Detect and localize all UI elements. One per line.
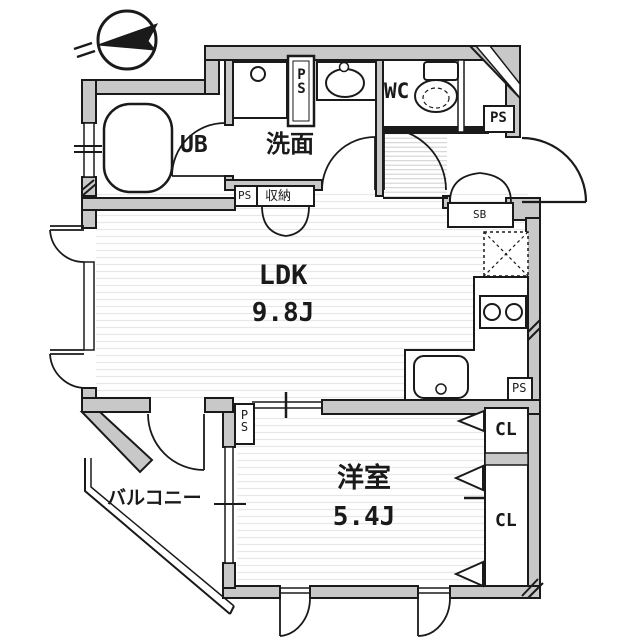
washroom-label: 洗面 bbox=[266, 130, 314, 158]
kitchen-sink bbox=[413, 355, 469, 399]
western-room-name-label: 洋室 bbox=[337, 463, 391, 494]
ps-box-entrance-corner bbox=[483, 105, 515, 133]
burner-right bbox=[505, 303, 523, 321]
closet-marker-1 bbox=[456, 409, 485, 433]
toilet-tank bbox=[423, 61, 459, 81]
balcony-railing bbox=[84, 458, 235, 615]
entrance-door bbox=[521, 136, 588, 204]
closet-marker-3 bbox=[453, 560, 484, 588]
wall-balcony-1 bbox=[81, 397, 151, 413]
corner-diagonal-face bbox=[474, 45, 521, 101]
ps-box-kitchen bbox=[507, 377, 533, 401]
ps-label-kitchen: PS bbox=[512, 381, 527, 395]
hall-ldk-door bbox=[383, 127, 447, 191]
fixtures bbox=[102, 54, 533, 587]
wall-ub-washroom-upper bbox=[224, 59, 234, 126]
shoe-box bbox=[447, 202, 514, 228]
bathtub bbox=[102, 102, 174, 194]
ldk-size-label: 9.8J bbox=[251, 298, 315, 328]
unit-bath-label: UB bbox=[180, 132, 208, 158]
wall-top-left bbox=[81, 79, 220, 95]
wc-label: WC bbox=[384, 79, 410, 103]
sliding-partition bbox=[252, 392, 322, 418]
western-room-floor bbox=[237, 414, 485, 586]
wall-balcony-2 bbox=[204, 397, 234, 413]
toilet-lid-dashed bbox=[422, 87, 450, 109]
western-room-size-label: 5.4J bbox=[332, 502, 396, 532]
wall-bedroom-left-lower bbox=[222, 562, 236, 589]
wall-bottom-1 bbox=[222, 585, 281, 599]
balcony-door bbox=[147, 413, 205, 471]
burner-left bbox=[483, 303, 501, 321]
wall-bedroom-left-upper bbox=[222, 411, 236, 448]
wall-balcony-diagonal bbox=[79, 411, 154, 474]
north-arrow-icon bbox=[73, 9, 159, 71]
balcony-label: バルコニー bbox=[107, 487, 202, 509]
wall-left-1 bbox=[81, 79, 97, 124]
shoe-box-label: SB bbox=[473, 208, 487, 221]
ps-shaft-inner bbox=[292, 60, 310, 122]
wash-basin bbox=[325, 68, 365, 98]
wall-ub-south bbox=[81, 197, 236, 211]
closet-upper-label: CL bbox=[495, 419, 517, 440]
bottom-windows bbox=[280, 587, 450, 594]
washroom-door bbox=[321, 136, 376, 191]
closet-marker-2 bbox=[453, 464, 484, 492]
closet-lower-label: CL bbox=[495, 510, 517, 531]
wall-bottom-2 bbox=[309, 585, 419, 599]
storage-label: 収納 bbox=[265, 189, 292, 204]
ldk-name-label: LDK bbox=[258, 260, 308, 291]
basin-faucet bbox=[338, 61, 350, 73]
left-casement-windows bbox=[49, 225, 85, 389]
sink-drain bbox=[435, 383, 447, 395]
ps-label-bedroom-corner: PS bbox=[240, 408, 249, 435]
ub-window bbox=[83, 122, 95, 178]
left-fixed-pane bbox=[83, 261, 95, 351]
closet-divider-face bbox=[484, 452, 529, 466]
ps-label-entrance-corner: PS bbox=[490, 110, 507, 126]
ub-door bbox=[171, 122, 226, 177]
doors bbox=[49, 122, 588, 637]
ps-label-washroom: PS bbox=[297, 67, 306, 98]
ps-box-bedroom-corner bbox=[234, 403, 255, 445]
wall-washroom-hall bbox=[375, 59, 384, 197]
ps-label-storage-side: PS bbox=[238, 189, 252, 202]
closet-block bbox=[484, 407, 529, 587]
bottom-casement-windows bbox=[279, 597, 451, 637]
washer-drain bbox=[250, 66, 266, 82]
wall-corner-diagonal bbox=[467, 45, 521, 101]
shoebox-bifold-doors bbox=[449, 172, 512, 203]
storage-cabinet bbox=[256, 185, 315, 207]
closet-door-markers bbox=[453, 409, 485, 588]
entrance-tile-floor bbox=[383, 133, 447, 198]
storage-bifold-doors bbox=[261, 205, 310, 237]
